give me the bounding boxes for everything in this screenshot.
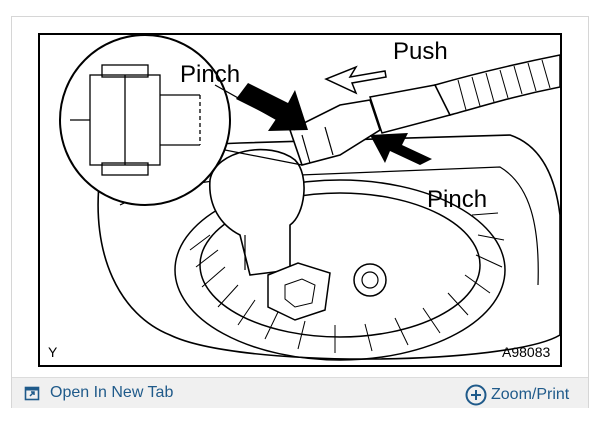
regulator-component [353,263,387,297]
inset-leader-bottom [224,149,303,166]
pinch-label-top: Pinch [180,61,241,88]
quick-connector [289,99,381,166]
open-in-new-tab-button[interactable]: Open In New Tab [24,384,173,402]
pump-body [209,148,305,276]
ring-ribs [189,212,505,353]
push-arrow [324,65,387,95]
zoom-print-button[interactable]: Zoom/Print [465,384,569,406]
fuel-pump-diagram [59,35,560,361]
view-marker: Y [48,344,58,360]
open-in-new-tab-label: Open In New Tab [50,384,174,401]
open-in-new-tab-icon [24,386,40,401]
image-toolbar: Open In New Tab Zoom/Print [12,377,588,408]
pinch-arrow-top [236,83,308,131]
regulator-center [361,271,379,289]
zoom-plus-icon [465,384,487,406]
connector-ridge-1 [301,134,311,164]
pinch-arrow-bottom [370,133,432,165]
fuel-hose [433,54,560,116]
filter-component [267,262,331,321]
figure-id: A98083 [502,344,551,360]
service-illustration [38,33,562,367]
filter-inner [284,278,316,308]
pump-ring-outer [174,179,506,361]
zoom-print-label: Zoom/Print [491,386,570,403]
pump-ring-inner [199,192,481,338]
inset-connector-detail [70,64,201,176]
connector-ridge-2 [324,126,334,156]
pinch-label-bottom: Pinch [427,186,488,213]
push-label: Push [393,38,448,65]
hose-ribs [457,59,551,111]
